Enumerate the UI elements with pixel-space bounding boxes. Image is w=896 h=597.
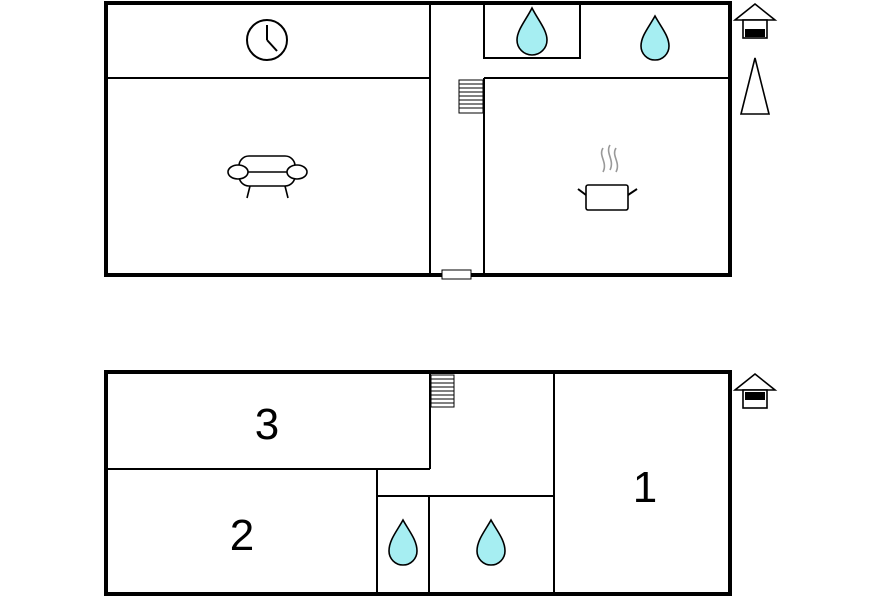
floor-level-icon (732, 2, 778, 39)
floor-level-icon (732, 372, 778, 409)
north-arrow-icon (739, 57, 771, 115)
room-label-3: 3 (255, 400, 279, 449)
upper-floor: 3 2 1 (104, 370, 778, 596)
room-label-2: 2 (230, 511, 254, 560)
sofa-icon (227, 155, 308, 199)
ground-floor-outline (104, 1, 732, 277)
clock-icon (246, 19, 288, 61)
cooking-pot-icon (577, 144, 638, 211)
bathroom-small-room (483, 2, 581, 59)
water-drop-icon (388, 518, 418, 566)
ground-floor (104, 1, 778, 280)
room-label-1: 1 (633, 463, 657, 512)
stairs-icon (458, 79, 484, 114)
stairs-icon (430, 374, 455, 408)
water-drop-icon (476, 518, 506, 566)
upper-floor-outline (104, 370, 732, 596)
water-drop-icon (640, 14, 670, 61)
entrance-door-icon (441, 269, 472, 280)
water-drop-icon (516, 6, 548, 56)
